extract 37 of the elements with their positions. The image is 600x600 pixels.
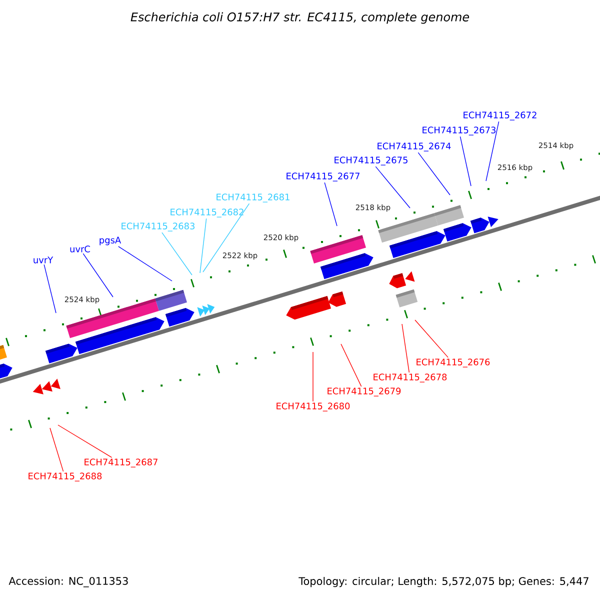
gene-label: ECH74115_2675 [334, 156, 408, 166]
info-text: Topology: circular; Length: 5,572,075 bp; Genes: 5,447 [298, 576, 588, 588]
leader-line [486, 121, 500, 182]
leader-line [202, 203, 250, 272]
title: Escherichia coli O157:H7 str. EC4115, complete genome [130, 12, 470, 24]
leader-line [200, 218, 207, 274]
gene-label: ECH74115_2680 [276, 402, 350, 412]
leader-line [312, 352, 314, 402]
leader-line [58, 424, 112, 458]
leader-line [44, 264, 56, 314]
info-text: Accession: NC_011353 [8, 576, 128, 588]
gene-label: ECH74115_2674 [378, 142, 451, 152]
leader-line [460, 136, 472, 186]
leader-line [418, 152, 450, 196]
gene-label: ECH74115_2677 [286, 172, 360, 182]
leader-line [82, 253, 114, 298]
gene-label: ECH74115_2688 [28, 472, 102, 482]
leader-line [162, 232, 192, 276]
gene-label: ECH74115_2687 [84, 458, 158, 468]
leader-line [402, 324, 410, 373]
gene-label: ECH74115_2678 [374, 374, 447, 382]
gene-label: ECH74115_2682 [170, 208, 244, 218]
leader-line [50, 428, 64, 472]
gene-label: ECH74115_2676 [416, 358, 490, 368]
leader-line [414, 320, 448, 358]
gene-label: uvrY [34, 256, 54, 264]
gene-label: pgsA [100, 236, 122, 246]
leader-line [324, 182, 338, 226]
leader-line [340, 344, 362, 387]
gene-label: ECH74115_2679 [328, 388, 401, 396]
leader-line [118, 246, 172, 282]
gene-label: ECH74115_2672 [464, 112, 536, 120]
gene-label: ECH74115_2681 [216, 194, 290, 202]
leader-line [375, 166, 410, 208]
gene-label: ECH74115_2683 [122, 222, 195, 232]
gene-label: uvrC [70, 246, 90, 252]
gene-label: ECH74115_2673 [422, 126, 496, 136]
